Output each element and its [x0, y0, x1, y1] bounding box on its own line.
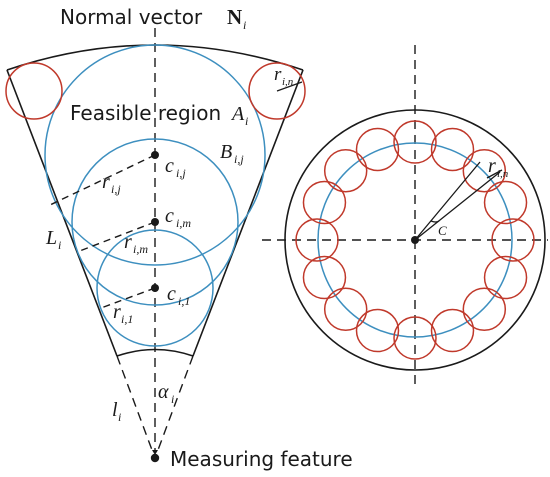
r-ij-subscript: i,j [111, 182, 121, 196]
wedge-line-upper [414, 161, 481, 241]
ring-small-circle [430, 308, 475, 353]
c-im-label: c [165, 205, 174, 227]
ring-small-circle [483, 255, 528, 300]
ring-small-circle [302, 180, 347, 225]
ring-small-circle [462, 148, 507, 193]
alpha-i-label: α [158, 381, 169, 403]
r-in-left-label: r [274, 64, 282, 85]
ring-small-circle [295, 218, 339, 262]
feasible-region-subscript: i [245, 114, 248, 128]
blue-circles [44, 44, 266, 347]
corner-circles [5, 62, 306, 120]
measuring-feature-tip [152, 450, 158, 455]
ring-small-circle [483, 180, 528, 225]
ball-medium-m [71, 138, 239, 306]
ball-large-j [44, 44, 266, 266]
r-in-right-label: r [488, 155, 496, 177]
normal-vector-symbol: N [227, 5, 242, 29]
angle-arc-c [430, 220, 440, 223]
C-angle-label: C [438, 223, 447, 238]
r-im-subscript: i,m [133, 242, 148, 256]
corner-circle-right [248, 62, 306, 120]
ring-small-circle [355, 308, 400, 353]
center-point-1 [151, 284, 159, 292]
cone-dashed-lines [116, 28, 194, 452]
feasible-region-symbol: A [230, 103, 245, 125]
c-i1-label: c [167, 283, 176, 305]
L-i-label: L [45, 227, 57, 249]
radius-line-j [49, 154, 156, 206]
radius-lines [49, 154, 156, 309]
feasible-region-label: Feasible region [70, 101, 221, 125]
center-point-m [151, 218, 159, 226]
ring-small-circle [302, 255, 347, 300]
c-ij-label: c [165, 155, 174, 177]
ring-circles [295, 120, 535, 360]
wedge-line-lower [414, 171, 501, 241]
radius-line-right [486, 169, 503, 179]
ring-small-circle [491, 218, 535, 262]
wedge-lines [414, 161, 503, 241]
l-i-label: l [112, 399, 118, 421]
radius-line-m [76, 221, 156, 253]
ring-small-circle [462, 287, 507, 332]
r-i1-label: r [113, 301, 121, 323]
measuring-feature-label: Measuring feature [170, 447, 353, 471]
l-i-subscript: i [118, 410, 121, 424]
ring-small-circle [393, 120, 437, 164]
r-im-label: r [124, 231, 132, 253]
ring-small-circle [323, 287, 368, 332]
cone-right-dashed [157, 355, 194, 451]
r-in-right-subscript: i,n [497, 168, 509, 180]
ring-small-circle [393, 316, 437, 360]
radius-line-corner [276, 81, 303, 92]
r-i1-subscript: i,1 [121, 312, 133, 326]
center-points [151, 151, 159, 292]
B-ij-label: B [220, 141, 232, 163]
alpha-i-subscript: i [171, 392, 174, 406]
corner-circle-left [5, 62, 63, 120]
right-center-point [411, 236, 419, 244]
normal-vector-label: Normal vector [60, 5, 203, 29]
ring-small-circle [323, 148, 368, 193]
ball-small-1 [96, 229, 214, 347]
c-ij-subscript: i,j [176, 166, 186, 180]
c-i1-subscript: i,1 [178, 294, 190, 308]
measuring-feature-dot [150, 453, 160, 463]
r-in-left-subscript: i,n [282, 76, 294, 88]
c-im-subscript: i,m [176, 216, 191, 230]
cone-left-dashed [116, 355, 153, 451]
ring-small-circle [430, 127, 475, 172]
L-i-subscript: i [58, 238, 61, 252]
radius-line-1 [100, 287, 156, 309]
right-axes [262, 45, 548, 385]
center-point-j [151, 151, 159, 159]
ring-small-circle [355, 127, 400, 172]
r-ij-label: r [102, 171, 110, 193]
right-outer-circle [284, 109, 546, 371]
B-ij-subscript: i,j [234, 152, 244, 166]
right-inner-blue-circle [317, 142, 513, 338]
normal-vector-subscript: i [243, 18, 246, 32]
measuring-feature-point [150, 450, 160, 463]
